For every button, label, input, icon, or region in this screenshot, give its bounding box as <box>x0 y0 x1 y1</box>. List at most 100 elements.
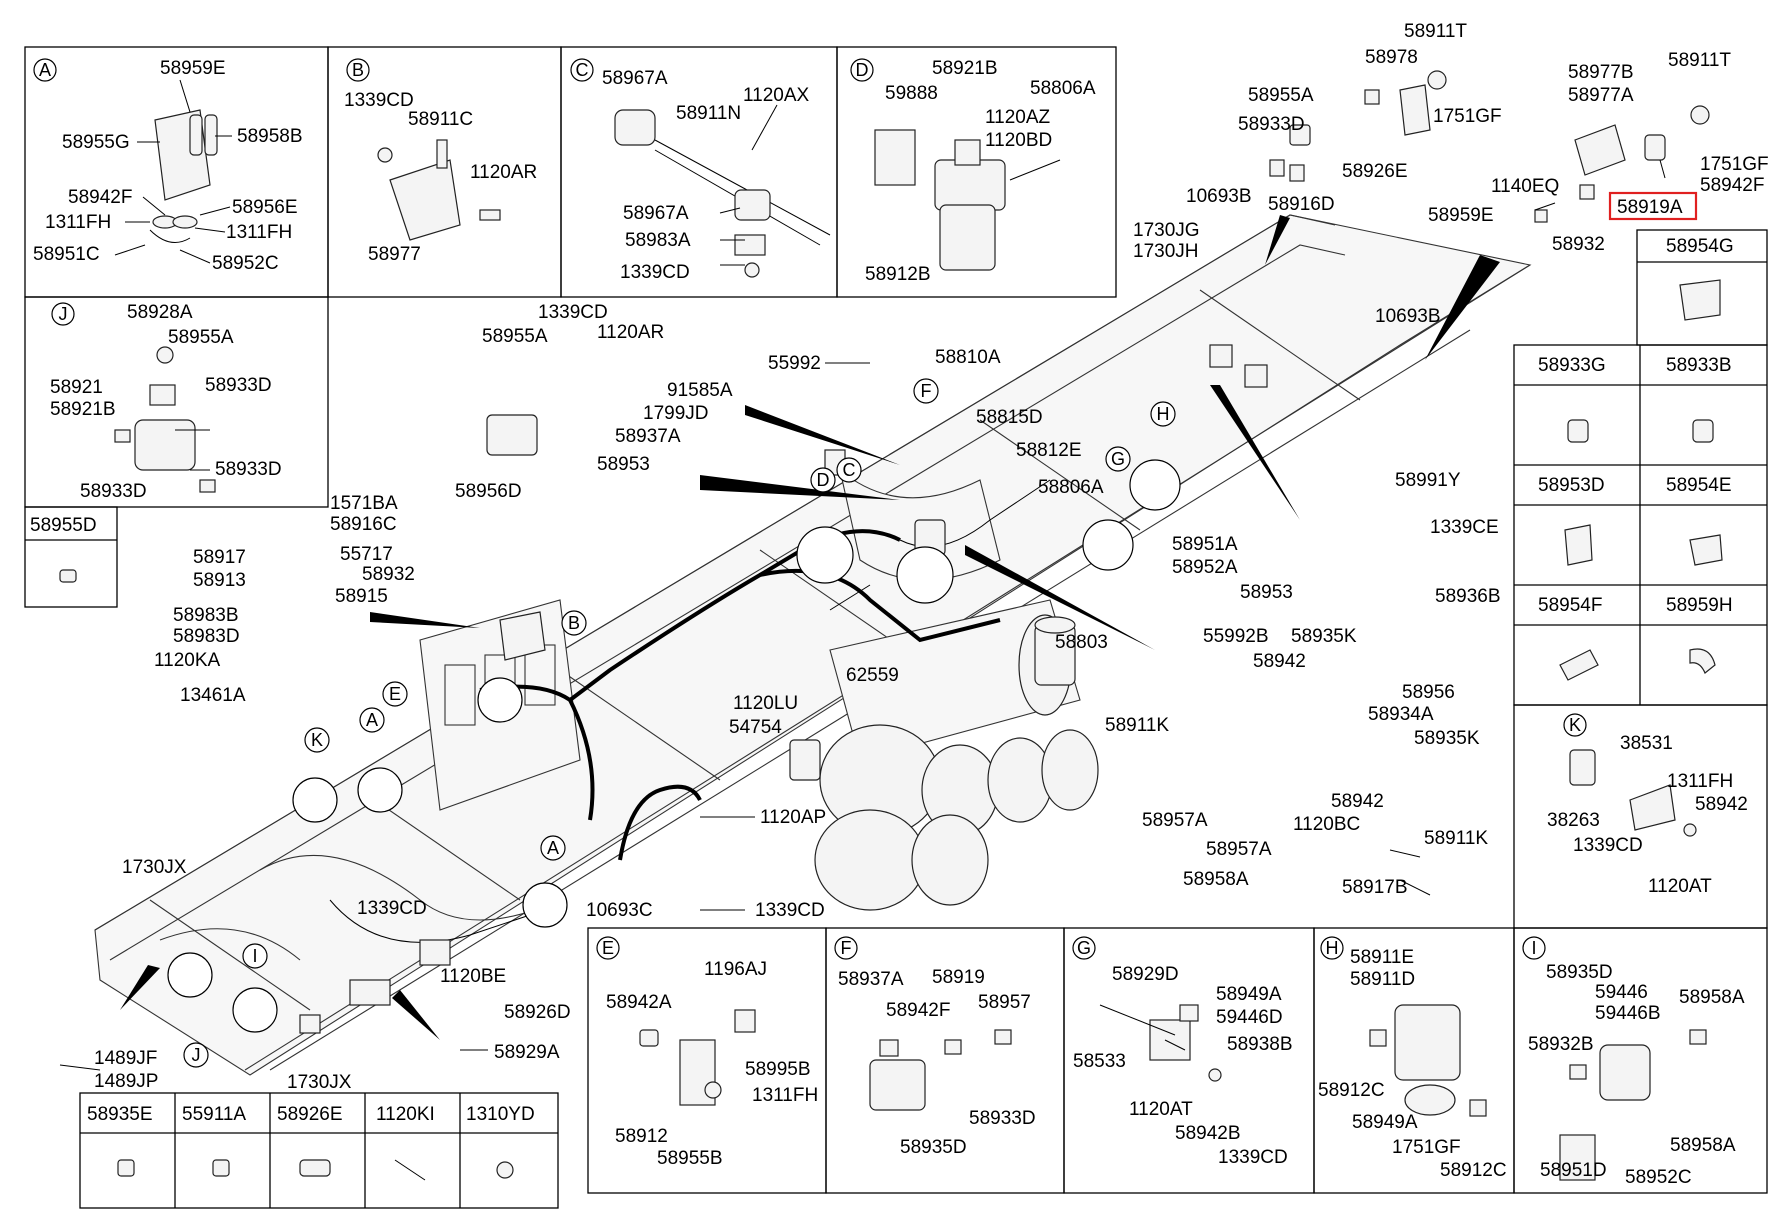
part-label[interactable]: 1339CD <box>620 262 690 283</box>
part-label[interactable]: 58916C <box>330 514 397 535</box>
part-label[interactable]: 58912 <box>615 1126 668 1147</box>
part-label[interactable]: 58812E <box>1016 440 1082 461</box>
part-label[interactable]: 58951A <box>1172 534 1238 555</box>
part-label[interactable]: 58935D <box>900 1137 967 1158</box>
part-label[interactable]: 58926D <box>504 1002 571 1023</box>
part-label[interactable]: 58933D <box>1238 114 1305 135</box>
part-label[interactable]: 1571BA <box>330 493 398 514</box>
part-label[interactable]: 1339CD <box>538 302 608 323</box>
part-label[interactable]: 58959E <box>160 58 226 79</box>
part-label[interactable]: 58956E <box>232 197 298 218</box>
part-label[interactable]: 1339CE <box>1430 517 1499 538</box>
part-label[interactable]: 58803 <box>1055 632 1108 653</box>
part-label[interactable]: 91585A <box>667 380 733 401</box>
part-label[interactable]: 58954G <box>1666 236 1734 257</box>
part-label[interactable]: 58921 <box>50 377 103 398</box>
part-label[interactable]: 58911K <box>1424 828 1488 849</box>
part-label[interactable]: 59446 <box>1595 982 1648 1003</box>
part-label[interactable]: 58936B <box>1435 586 1501 607</box>
part-label[interactable]: 58983A <box>625 230 691 251</box>
part-label[interactable]: 58977 <box>368 244 421 265</box>
part-label[interactable]: 10693C <box>586 900 653 921</box>
part-label[interactable]: 1120LU <box>733 693 798 714</box>
part-label[interactable]: 58956D <box>455 481 522 502</box>
part-label[interactable]: 58951D <box>1540 1160 1607 1181</box>
part-label[interactable]: 1120BE <box>440 966 506 987</box>
part-label[interactable]: 58933D <box>215 459 282 480</box>
part-label[interactable]: 58928A <box>127 302 193 323</box>
part-label[interactable]: 59446D <box>1216 1007 1283 1028</box>
part-label[interactable]: 1196AJ <box>704 959 767 980</box>
part-label[interactable]: 1730JX <box>122 857 187 878</box>
part-label[interactable]: 58942F <box>1700 175 1764 196</box>
part-label[interactable]: 1799JD <box>643 403 709 424</box>
part-label[interactable]: 58935K <box>1414 728 1480 749</box>
part-label[interactable]: 58915 <box>335 586 388 607</box>
part-label[interactable]: 58917 <box>193 547 246 568</box>
part-label[interactable]: 58942F <box>68 187 132 208</box>
part-label[interactable]: 58912B <box>865 264 931 285</box>
part-label[interactable]: 58955A <box>482 326 548 347</box>
part-label[interactable]: 1339CD <box>1218 1147 1288 1168</box>
part-label[interactable]: 58911N <box>676 103 741 124</box>
part-label[interactable]: 58912C <box>1440 1160 1507 1181</box>
part-label[interactable]: 58932 <box>1552 234 1605 255</box>
part-label[interactable]: 58911E <box>1350 947 1414 968</box>
part-label[interactable]: 55992 <box>768 353 821 374</box>
part-label[interactable]: 58933D <box>205 375 272 396</box>
part-label[interactable]: 58959H <box>1666 595 1733 616</box>
part-label[interactable]: 58937A <box>615 426 681 447</box>
part-label[interactable]: 1730JG <box>1133 220 1200 241</box>
part-label[interactable]: 10693B <box>1186 186 1252 207</box>
part-label[interactable]: 1730JX <box>287 1072 352 1093</box>
table-header-cell[interactable]: 58926E <box>277 1104 343 1125</box>
part-label[interactable]: 58949A <box>1216 984 1282 1005</box>
part-label[interactable]: 1311FH <box>752 1085 818 1106</box>
part-label[interactable]: 58953D <box>1538 475 1605 496</box>
part-label[interactable]: 58911T <box>1404 21 1467 42</box>
table-header-cell[interactable]: 1310YD <box>466 1104 535 1125</box>
part-label[interactable]: 58957A <box>1206 839 1272 860</box>
part-label[interactable]: 58929A <box>494 1042 560 1063</box>
part-label[interactable]: 58933D <box>969 1108 1036 1129</box>
part-label[interactable]: 1311FH <box>1667 771 1733 792</box>
part-label[interactable]: 58953 <box>1240 582 1293 603</box>
part-label[interactable]: 1751GF <box>1433 106 1502 127</box>
part-label[interactable]: 58911C <box>408 109 473 130</box>
part-label[interactable]: 10693B <box>1375 306 1441 327</box>
part-label[interactable]: 1489JF <box>94 1048 157 1069</box>
part-label[interactable]: 58921B <box>932 58 998 79</box>
part-label[interactable]: 1120AR <box>470 162 537 183</box>
part-label[interactable]: 55717 <box>340 544 393 565</box>
part-label[interactable]: 58995B <box>745 1059 811 1080</box>
part-label[interactable]: 58958A <box>1670 1135 1736 1156</box>
part-label[interactable]: 58917B <box>1342 877 1408 898</box>
part-label[interactable]: 58957 <box>978 992 1031 1013</box>
part-label[interactable]: 55992B <box>1203 626 1269 647</box>
part-label[interactable]: 58952A <box>1172 557 1238 578</box>
part-label[interactable]: 58959E <box>1428 205 1494 226</box>
part-label[interactable]: 58815D <box>976 407 1043 428</box>
part-label[interactable]: 13461A <box>180 685 246 706</box>
part-label[interactable]: 1311FH <box>45 212 111 233</box>
part-label[interactable]: 58942 <box>1331 791 1384 812</box>
part-label[interactable]: 58942F <box>886 1000 950 1021</box>
part-label[interactable]: 1120AP <box>760 807 826 828</box>
part-label[interactable]: 1120AR <box>597 322 664 343</box>
part-label[interactable]: 58942 <box>1253 651 1306 672</box>
part-label[interactable]: 1311FH <box>226 222 292 243</box>
part-label[interactable]: 58937A <box>838 969 904 990</box>
table-header-cell[interactable]: 55911A <box>182 1104 246 1125</box>
part-label[interactable]: 58954F <box>1538 595 1602 616</box>
part-label[interactable]: 58938B <box>1227 1034 1293 1055</box>
part-label[interactable]: 1339CD <box>755 900 825 921</box>
part-label[interactable]: 1751GF <box>1392 1137 1461 1158</box>
part-label[interactable]: 58942A <box>606 992 672 1013</box>
part-label[interactable]: 58933D <box>80 481 147 502</box>
table-header-cell[interactable]: 1120KI <box>376 1104 435 1125</box>
part-label[interactable]: 1339CD <box>1573 835 1643 856</box>
part-label[interactable]: 58955B <box>657 1148 723 1169</box>
part-label[interactable]: 38263 <box>1547 810 1600 831</box>
highlighted-part-label[interactable]: 58919A <box>1617 197 1683 218</box>
part-label[interactable]: 58957A <box>1142 810 1208 831</box>
